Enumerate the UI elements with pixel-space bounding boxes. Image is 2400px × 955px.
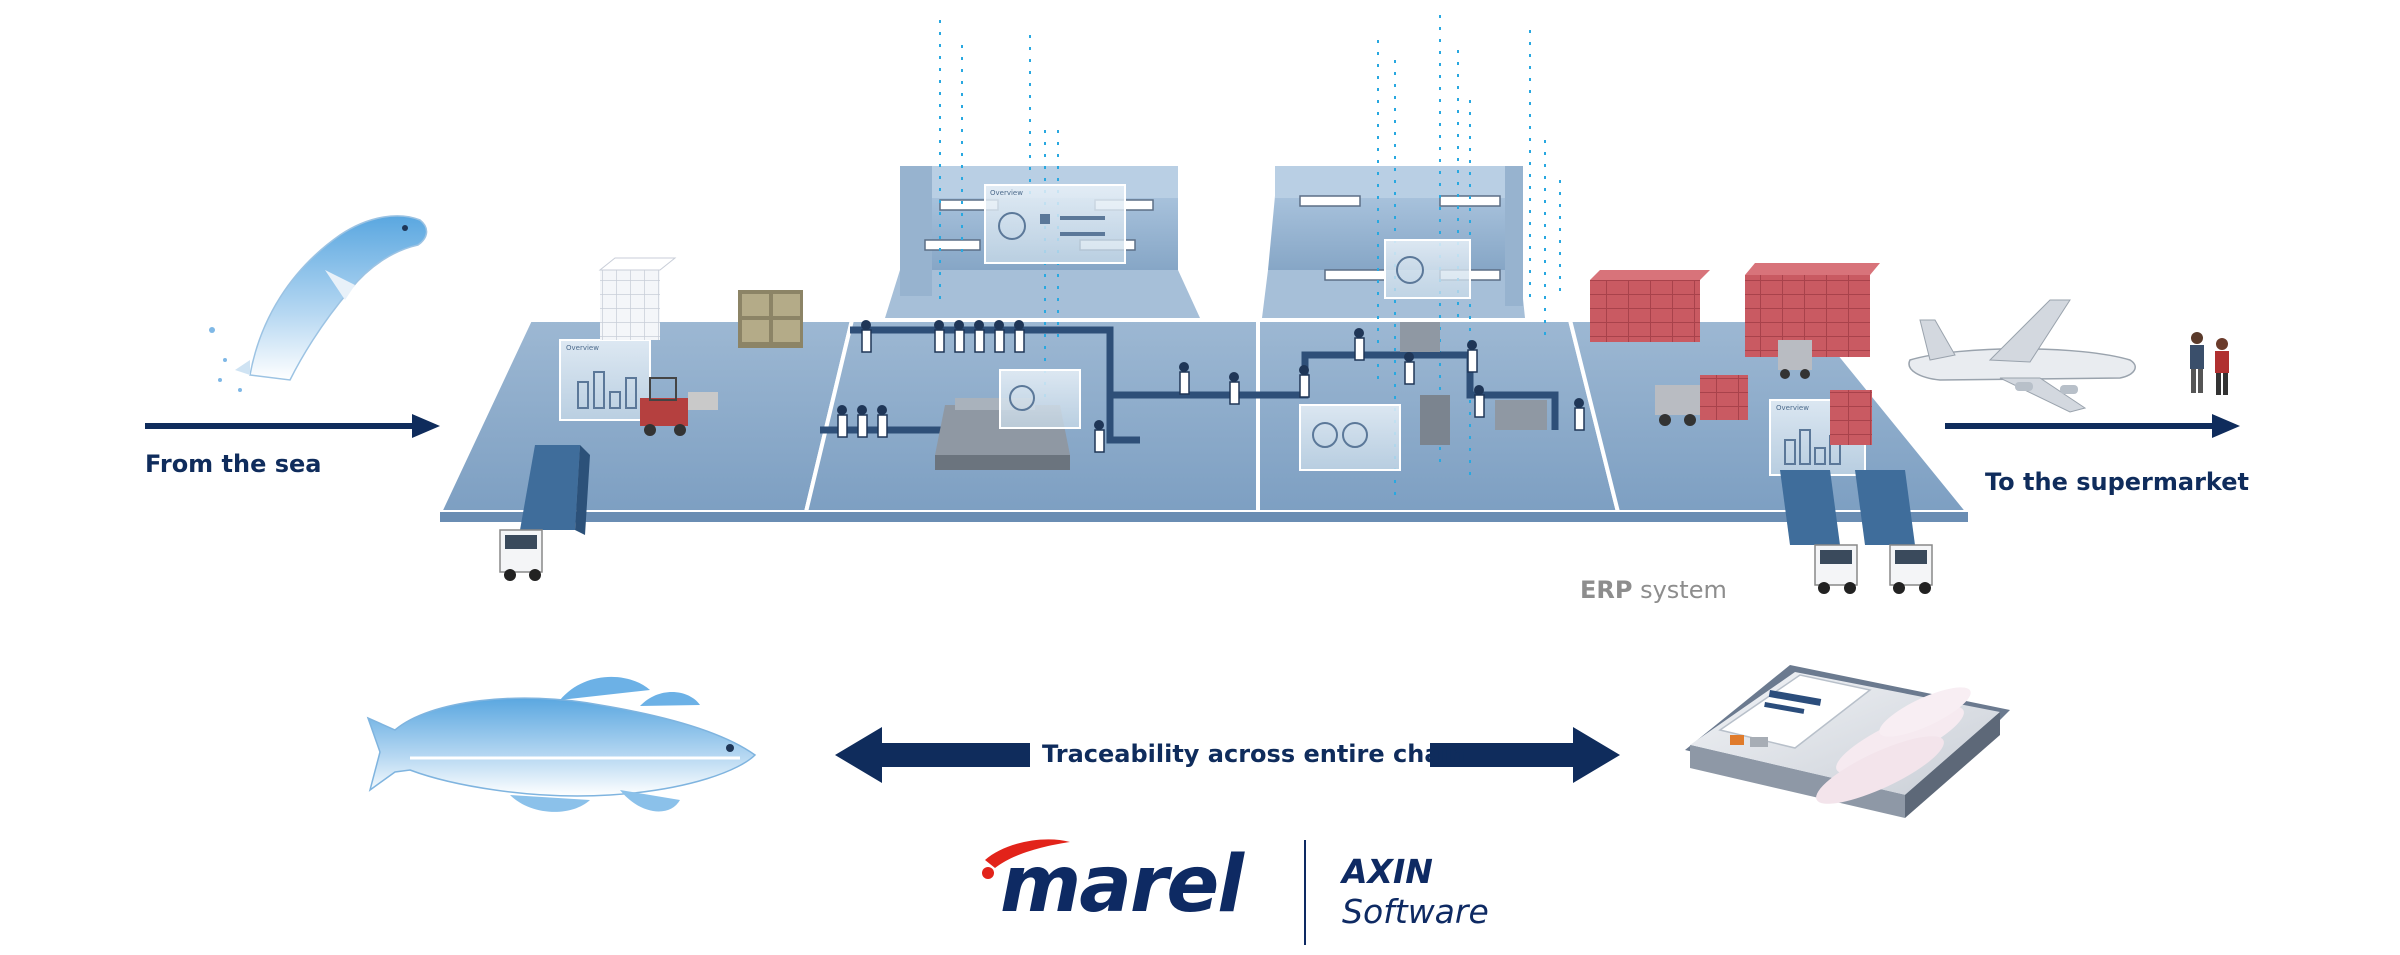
forklift-icon [1655, 340, 1812, 426]
erp-system-label: ERP system [1580, 576, 1727, 604]
screen-title: Overview [566, 344, 599, 352]
forklift-icon [640, 377, 718, 436]
truck-icon [499, 445, 590, 581]
double-arrow-icon [835, 727, 1620, 783]
airplane-icon [1908, 299, 2136, 413]
erp-rest: system [1632, 576, 1727, 604]
truck-icon [1855, 470, 1933, 594]
workers [837, 320, 1585, 453]
traceability-label: Traceability across entire chain [1042, 740, 1466, 768]
screen-title: Overview [990, 189, 1023, 197]
data-streams [939, 15, 1561, 500]
erp-bold: ERP [1580, 576, 1633, 604]
axin-logo-text: AXIN [1342, 852, 1433, 891]
crate-stack-icon [598, 257, 803, 348]
software-logo-text: Software [1342, 892, 1489, 931]
to-supermarket-label: To the supermarket [1985, 468, 2249, 496]
fish-fillet-package-icon [1685, 665, 2010, 818]
screen-title: Overview [1776, 404, 1809, 412]
processing-machine-2 [1400, 322, 1547, 445]
cod-fish-icon [366, 676, 757, 812]
truck-icon [1780, 470, 1858, 594]
people-icon [2190, 332, 2229, 395]
arrow-right-icon [1945, 414, 2240, 438]
dashboard-screens [559, 184, 1866, 476]
from-sea-label: From the sea [145, 450, 322, 478]
arrow-right-icon [145, 414, 440, 438]
jumping-salmon-icon [209, 215, 428, 392]
marel-logo-text: marel [1000, 840, 1244, 930]
marel-logo-swoosh [982, 839, 1070, 879]
